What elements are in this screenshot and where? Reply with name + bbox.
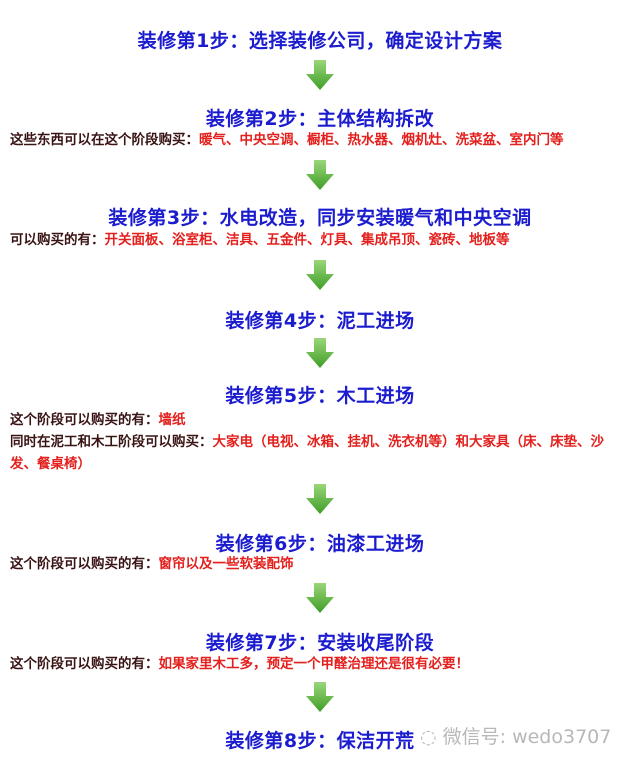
down-arrow-icon (305, 484, 335, 514)
note-value: 大家电（电视、冰箱、挂机、洗衣机等）和大家具（床、床垫、沙发、餐桌椅） (10, 434, 604, 472)
step-4-title: 装修第4步：泥工进场 (225, 310, 415, 332)
note-label: 同时在泥工和木工阶段可以购买： (10, 434, 213, 450)
step-7-note: 这个阶段可以购买的有：如果家里木工多，预定一个甲醛治理还是很有必要！ (10, 653, 630, 675)
wechat-icon: ◌ (420, 726, 443, 748)
note-value: 暖气、中央空调、橱柜、热水器、烟机灶、洗菜盆、室内门等 (199, 132, 564, 148)
note-label: 这个阶段可以购买的有： (10, 656, 159, 672)
step-2-note: 这些东西可以在这个阶段购买：暖气、中央空调、橱柜、热水器、烟机灶、洗菜盆、室内门… (10, 129, 630, 151)
step-3-note: 可以购买的有：开关面板、浴室柜、洁具、五金件、灯具、集成吊顶、瓷砖、地板等 (10, 229, 630, 251)
note-value: 窗帘以及一些软装配饰 (158, 556, 294, 572)
down-arrow-icon (305, 60, 335, 90)
note-label: 这个阶段可以购买的有： (10, 556, 159, 572)
step-7-title: 装修第7步：安装收尾阶段 (205, 632, 435, 654)
note-label: 这些东西可以在这个阶段购买： (10, 132, 199, 148)
step-2-title: 装修第2步：主体结构拆改 (205, 108, 435, 130)
note-label: 可以购买的有： (10, 232, 105, 248)
down-arrow-icon (305, 260, 335, 290)
step-6-note: 这个阶段可以购买的有：窗帘以及一些软装配饰 (10, 553, 630, 575)
step-5-note-2: 同时在泥工和木工阶段可以购买：大家电（电视、冰箱、挂机、洗衣机等）和大家具（床、… (10, 431, 630, 475)
note-value: 墙纸 (158, 412, 186, 428)
down-arrow-icon (305, 160, 335, 190)
wechat-watermark: ◌ 微信号: wedo3707 (420, 722, 611, 749)
step-6-title: 装修第6步：油漆工进场 (215, 533, 425, 555)
note-value: 开关面板、浴室柜、洁具、五金件、灯具、集成吊顶、瓷砖、地板等 (104, 232, 510, 248)
watermark-text: 微信号: wedo3707 (442, 726, 612, 748)
step-1-title: 装修第1步：选择装修公司，确定设计方案 (137, 30, 503, 52)
down-arrow-icon (305, 682, 335, 712)
step-8-title: 装修第8步：保洁开荒 (225, 730, 415, 752)
step-5-note-1: 这个阶段可以购买的有：墙纸 (10, 409, 630, 431)
note-label: 这个阶段可以购买的有： (10, 412, 159, 428)
step-5-title: 装修第5步：木工进场 (225, 385, 415, 407)
down-arrow-icon (305, 338, 335, 368)
note-value: 如果家里木工多，预定一个甲醛治理还是很有必要！ (158, 656, 470, 672)
down-arrow-icon (305, 583, 335, 613)
step-3-title: 装修第3步：水电改造，同步安装暖气和中央空调 (108, 207, 532, 229)
